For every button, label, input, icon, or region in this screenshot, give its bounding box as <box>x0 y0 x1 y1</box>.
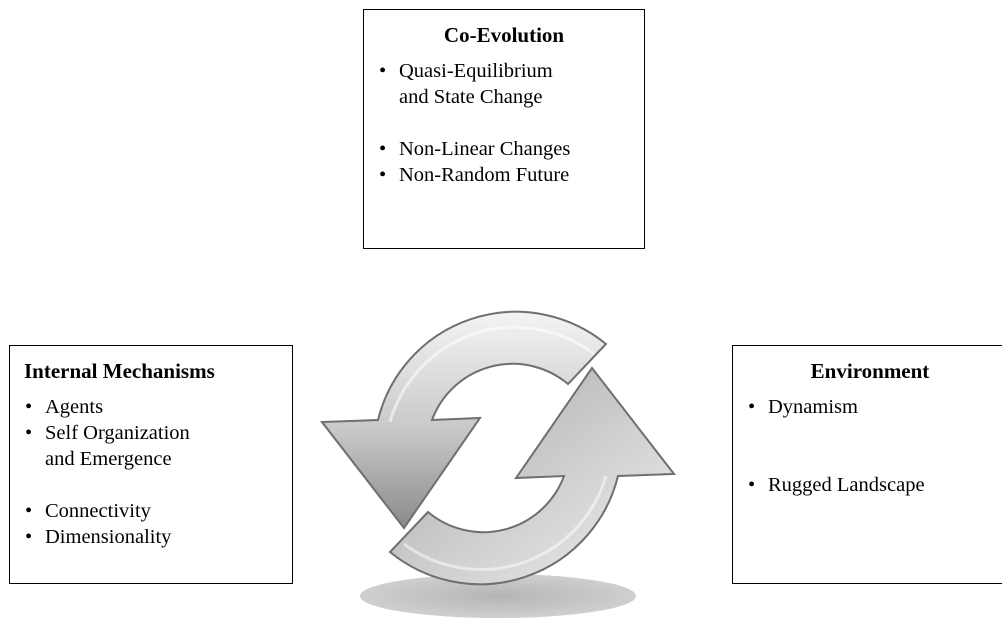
list-item-text: and Emergence <box>45 448 172 470</box>
list-item-text: Rugged Landscape <box>768 474 925 496</box>
list-item: Dynamism <box>742 394 1002 420</box>
list-item-text: Dimensionality <box>45 526 172 548</box>
list-item-text: Connectivity <box>45 500 151 522</box>
environment-title: Environment <box>810 359 930 383</box>
co-evolution-list: Quasi-Equilibrium and State Change Non-L… <box>364 58 644 188</box>
shadow-ellipse <box>360 574 636 618</box>
list-item-text: and State Change <box>399 86 543 108</box>
list-item: Non-Random Future <box>373 162 644 188</box>
internal-mechanisms-list: Agents Self Organization and Emergence C… <box>10 394 292 550</box>
list-item-text: Non-Linear Changes <box>399 138 571 160</box>
environment-list: Dynamism Rugged Landscape <box>733 394 1002 498</box>
internal-mechanisms-box: Internal Mechanisms Agents Self Organiza… <box>9 345 293 584</box>
list-item-text: Dynamism <box>768 396 858 418</box>
list-item-text: Agents <box>45 396 104 418</box>
co-evolution-title: Co-Evolution <box>443 23 565 47</box>
list-item: Rugged Landscape <box>742 472 1002 498</box>
arrow-upper-left <box>320 310 608 530</box>
refresh-cycle-icon <box>320 310 676 618</box>
list-item: Quasi-Equilibrium and State Change <box>373 58 644 110</box>
co-evolution-box: Co-Evolution Quasi-Equilibrium and State… <box>363 9 645 249</box>
list-item: Non-Linear Changes <box>373 136 644 162</box>
list-item: Self Organization and Emergence <box>19 420 292 472</box>
list-item-text: Self Organization <box>45 422 190 444</box>
list-item-text: Quasi-Equilibrium <box>399 60 553 82</box>
arrow-lower-right <box>388 366 676 586</box>
internal-mechanisms-title: Internal Mechanisms <box>24 359 215 383</box>
list-item: Connectivity <box>19 498 292 524</box>
list-item: Dimensionality <box>19 524 292 550</box>
list-item-text: Non-Random Future <box>399 164 570 186</box>
list-item: Agents <box>19 394 292 420</box>
environment-box: Environment Dynamism Rugged Landscape <box>732 345 1002 584</box>
